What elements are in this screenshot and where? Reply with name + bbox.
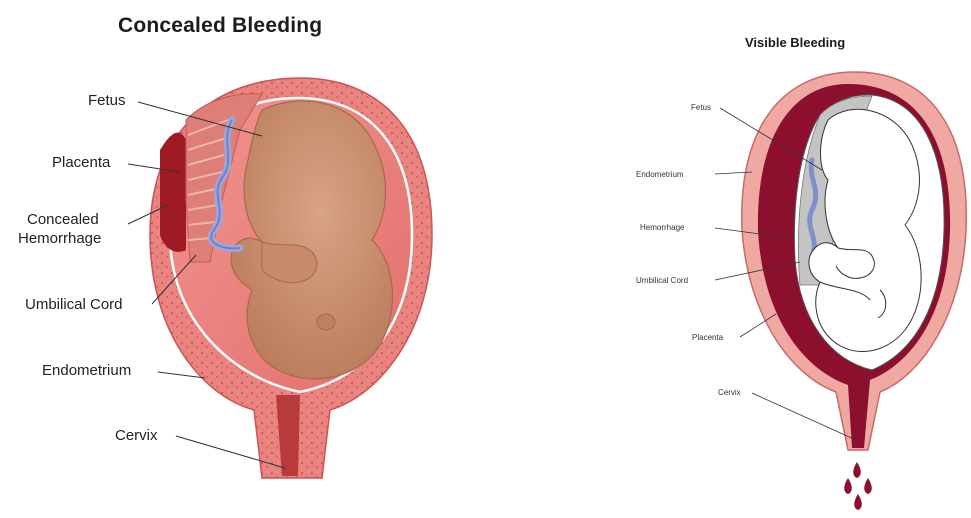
left-concealed-hemorrhage	[160, 133, 186, 252]
left-label-umbilical-cord: Umbilical Cord	[25, 296, 123, 313]
blood-drop-4	[854, 494, 862, 510]
right-uterus	[742, 72, 967, 510]
left-label-concealed-line1: Concealed	[27, 211, 99, 228]
right-label-cervix: Cervix	[718, 388, 741, 397]
blood-drop-1	[853, 462, 861, 478]
right-panel-title: Visible Bleeding	[745, 35, 845, 50]
right-label-hemorrhage: Hemorrhage	[640, 223, 684, 232]
left-uterus	[150, 78, 432, 478]
left-label-placenta: Placenta	[52, 154, 110, 171]
right-label-fetus: Fetus	[691, 103, 711, 112]
right-label-umbilical-cord: Umbilical Cord	[636, 276, 688, 285]
blood-drop-2	[844, 478, 852, 494]
left-label-cervix: Cervix	[115, 427, 158, 444]
right-blood-drops	[844, 462, 872, 510]
left-panel-title: Concealed Bleeding	[118, 14, 322, 38]
left-label-fetus: Fetus	[88, 92, 126, 109]
right-label-endometrium: Endometrium	[636, 170, 684, 179]
left-label-endometrium: Endometrium	[42, 362, 131, 379]
blood-drop-3	[864, 478, 872, 494]
left-label-concealed-line2: Hemorrhage	[18, 230, 101, 247]
left-fetus	[231, 101, 392, 379]
right-label-placenta: Placenta	[692, 333, 723, 342]
left-fetus-ear	[317, 314, 335, 330]
